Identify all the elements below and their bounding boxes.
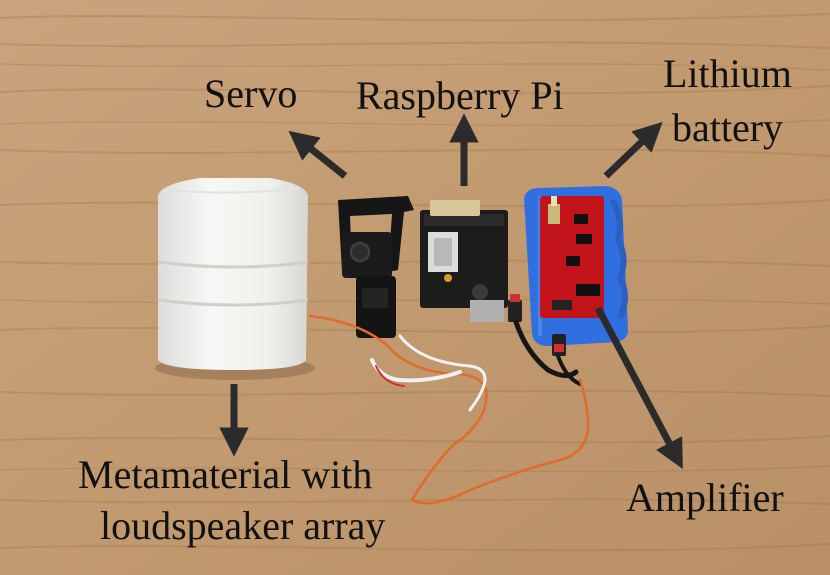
connectors bbox=[508, 294, 566, 356]
cables bbox=[308, 314, 590, 505]
amplifier-board bbox=[540, 196, 604, 318]
label-servo: Servo bbox=[204, 71, 298, 116]
servo-assembly bbox=[338, 196, 414, 338]
label-amplifier: Amplifier bbox=[626, 475, 784, 520]
raspberry-pi-board bbox=[420, 200, 508, 322]
label-battery-line1: Lithium bbox=[663, 51, 792, 96]
label-raspberry-pi: Raspberry Pi bbox=[356, 73, 564, 118]
annotation-arrows bbox=[219, 113, 683, 470]
arrow-servo bbox=[288, 130, 348, 179]
wood-grain-dark bbox=[0, 63, 830, 473]
label-metamaterial-line2: loudspeaker array bbox=[100, 503, 386, 548]
arrow-amplifier bbox=[594, 306, 683, 470]
arrow-battery bbox=[603, 121, 663, 179]
label-metamaterial-line1: Metamaterial with bbox=[78, 452, 373, 497]
metamaterial-cylinder bbox=[155, 178, 315, 380]
label-battery-line2: battery bbox=[672, 105, 784, 150]
